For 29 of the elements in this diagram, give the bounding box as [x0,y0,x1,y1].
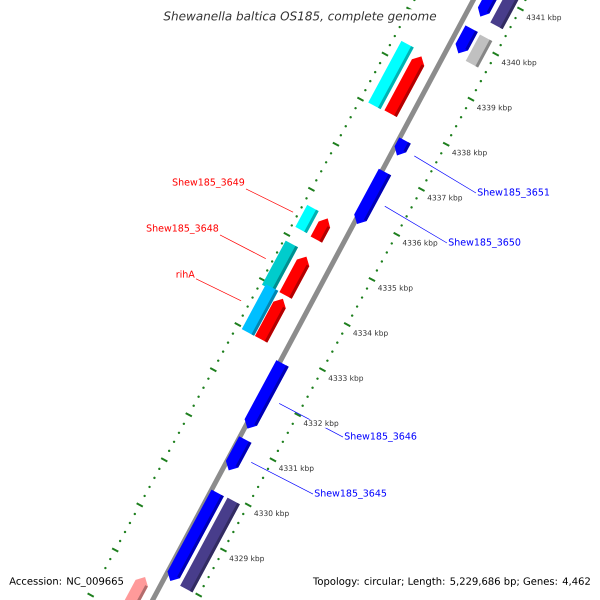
gene-label: Shew185_3645 [314,489,386,499]
gene-block [394,137,411,156]
leader-line [196,278,242,302]
gene-label: Shew185_3651 [478,188,550,198]
gene-block [295,204,319,234]
leader-line [220,234,266,259]
leader-line [246,188,294,212]
gene-label: Shew185_3649 [172,178,244,188]
genome-info-text: Topology: circular; Length: 5,229,686 bp; Genes: 4,462 [310,575,593,589]
gene-block [279,256,310,299]
gene-block [354,168,392,224]
gene-block [122,577,148,600]
gene-block [466,34,492,68]
leader-line [250,462,314,494]
gene-block [478,0,498,17]
accession-text: Accession: NC_009665 [7,575,126,589]
leader-line [384,206,448,244]
gene-block [490,0,520,30]
title: Shewanella baltica OS185, complete genome [161,9,439,25]
gene-label: Shew185_3648 [146,224,218,234]
gene-label: Shew185_3650 [448,238,520,248]
gene-block [310,218,330,243]
gene-block [226,436,252,470]
gene-label: Shew185_3646 [344,432,416,442]
gene-label: rihA [176,270,195,278]
gene-block [384,56,424,117]
gene-block [254,298,286,343]
leader-line [414,156,476,194]
gene-block [244,360,289,429]
